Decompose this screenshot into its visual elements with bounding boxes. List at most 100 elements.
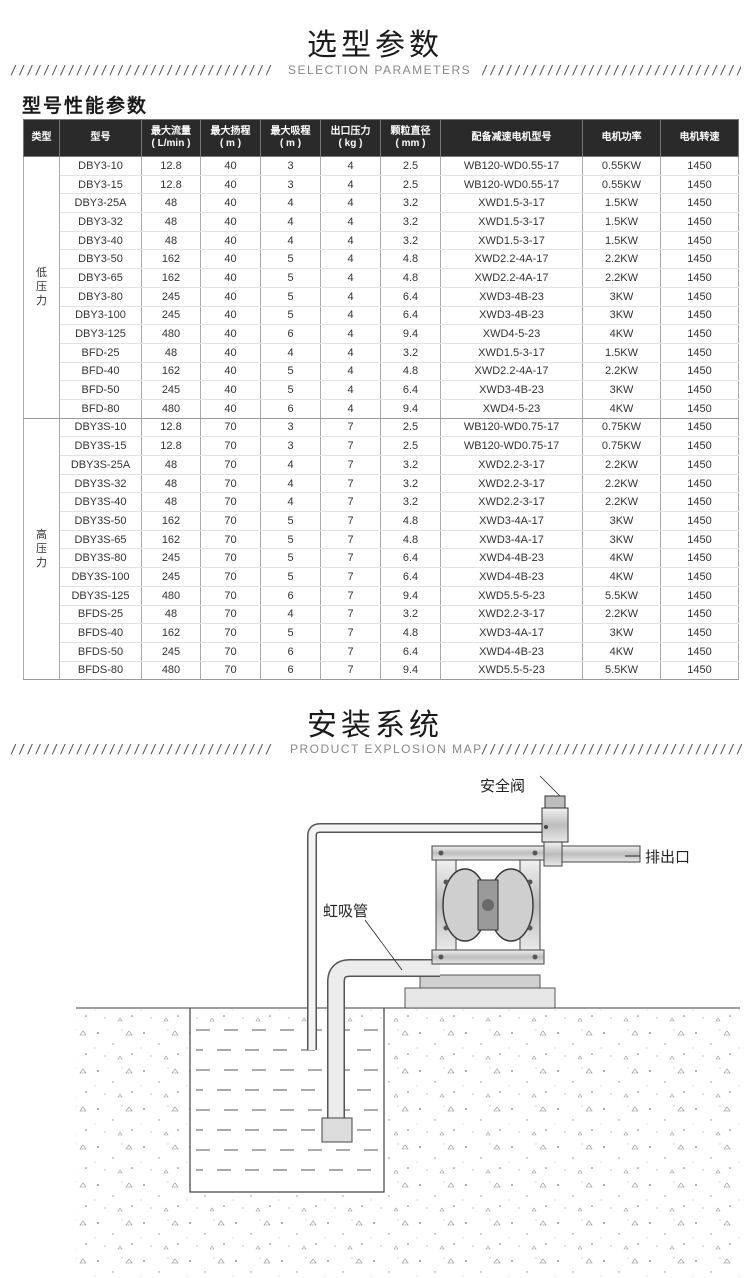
cell-model: DBY3S-65 bbox=[59, 530, 142, 550]
cell-speed: 1450 bbox=[660, 380, 739, 400]
cell-speed: 1450 bbox=[660, 436, 739, 456]
cell-flow: 162 bbox=[141, 268, 201, 288]
type-cell: 高压力 bbox=[23, 418, 60, 681]
cell-particle: 6.4 bbox=[380, 380, 441, 400]
cell-power: 0.55KW bbox=[582, 175, 661, 195]
cell-head: 40 bbox=[200, 212, 261, 232]
cell-pressure: 7 bbox=[320, 605, 381, 625]
cell-model: DBY3-25A bbox=[59, 193, 142, 214]
cell-suction: 4 bbox=[260, 455, 321, 475]
cell-pressure: 4 bbox=[320, 249, 381, 270]
cell-motor-model: XWD5.5-5-23 bbox=[440, 661, 583, 681]
cell-particle: 3.2 bbox=[380, 193, 441, 214]
cell-flow: 245 bbox=[141, 642, 201, 662]
cell-suction: 4 bbox=[260, 343, 321, 363]
cell-flow: 245 bbox=[141, 567, 201, 587]
col-header-suction: 最大吸程( m ) bbox=[260, 119, 321, 157]
cell-head: 70 bbox=[200, 548, 261, 569]
cell-suction: 5 bbox=[260, 268, 321, 288]
cell-pressure: 7 bbox=[320, 586, 381, 606]
cell-power: 2.2KW bbox=[582, 362, 661, 382]
cell-model: DBY3-32 bbox=[59, 212, 142, 232]
cell-motor-model: XWD3-4A-17 bbox=[440, 530, 583, 550]
cell-head: 40 bbox=[200, 193, 261, 214]
cell-pressure: 4 bbox=[320, 287, 381, 307]
table-heading: 型号性能参数 bbox=[22, 95, 149, 117]
cell-speed: 1450 bbox=[660, 231, 739, 251]
cell-flow: 48 bbox=[141, 212, 201, 232]
cell-flow: 12.8 bbox=[141, 436, 201, 456]
cell-particle: 3.2 bbox=[380, 492, 441, 513]
divider-slashes-left-2: /////////////////////////////////////// bbox=[10, 742, 272, 756]
cell-suction: 5 bbox=[260, 530, 321, 550]
cell-motor-model: XWD2.2-3-17 bbox=[440, 455, 583, 475]
cell-head: 40 bbox=[200, 362, 261, 382]
cell-speed: 1450 bbox=[660, 249, 739, 270]
cell-model: DBY3S-25A bbox=[59, 455, 142, 475]
cell-speed: 1450 bbox=[660, 399, 739, 419]
cell-motor-model: XWD4-4B-23 bbox=[440, 548, 583, 569]
cell-flow: 48 bbox=[141, 193, 201, 214]
cell-pressure: 4 bbox=[320, 268, 381, 288]
cell-speed: 1450 bbox=[660, 306, 739, 326]
cell-speed: 1450 bbox=[660, 287, 739, 307]
cell-motor-model: WB120-WD0.55-17 bbox=[440, 175, 583, 195]
cell-particle: 4.8 bbox=[380, 268, 441, 288]
cell-power: 1.5KW bbox=[582, 212, 661, 232]
cell-speed: 1450 bbox=[660, 418, 739, 438]
col-header-power: 电机功率 bbox=[582, 119, 661, 157]
cell-particle: 6.4 bbox=[380, 642, 441, 662]
cell-pressure: 7 bbox=[320, 436, 381, 456]
col-header-motor-model: 配备减速电机型号 bbox=[440, 119, 583, 157]
cell-suction: 5 bbox=[260, 380, 321, 400]
cell-motor-model: WB120-WD0.75-17 bbox=[440, 436, 583, 456]
cell-model: DBY3-50 bbox=[59, 249, 142, 270]
cell-pressure: 4 bbox=[320, 175, 381, 195]
cell-speed: 1450 bbox=[660, 586, 739, 606]
cell-speed: 1450 bbox=[660, 193, 739, 214]
cell-pressure: 7 bbox=[320, 474, 381, 494]
ground-soil bbox=[76, 1007, 740, 1278]
cell-speed: 1450 bbox=[660, 605, 739, 625]
col-header-head: 最大扬程( m ) bbox=[200, 119, 261, 157]
cell-head: 70 bbox=[200, 642, 261, 662]
label-safety-valve: 安全阀 bbox=[480, 777, 525, 795]
cell-flow: 48 bbox=[141, 605, 201, 625]
cell-model: BFDS-40 bbox=[59, 623, 142, 643]
cell-suction: 6 bbox=[260, 586, 321, 606]
cell-power: 2.2KW bbox=[582, 268, 661, 288]
cell-flow: 245 bbox=[141, 306, 201, 326]
cell-speed: 1450 bbox=[660, 268, 739, 288]
cell-flow: 48 bbox=[141, 343, 201, 363]
water-level-lines bbox=[196, 1029, 378, 1171]
cell-speed: 1450 bbox=[660, 455, 739, 475]
cell-pressure: 4 bbox=[320, 193, 381, 214]
cell-head: 40 bbox=[200, 380, 261, 400]
cell-power: 4KW bbox=[582, 324, 661, 344]
cell-model: DBY3S-10 bbox=[59, 418, 142, 438]
cell-speed: 1450 bbox=[660, 343, 739, 363]
cell-power: 1.5KW bbox=[582, 231, 661, 251]
section-subtitle-row-2: /////////////////////////////////////// … bbox=[0, 742, 750, 758]
cell-pressure: 7 bbox=[320, 492, 381, 513]
cell-model: BFD-80 bbox=[59, 399, 142, 419]
cell-flow: 48 bbox=[141, 455, 201, 475]
cell-pressure: 4 bbox=[320, 380, 381, 400]
cell-flow: 480 bbox=[141, 399, 201, 419]
cell-power: 3KW bbox=[582, 306, 661, 326]
cell-particle: 3.2 bbox=[380, 474, 441, 494]
cell-speed: 1450 bbox=[660, 474, 739, 494]
cell-head: 40 bbox=[200, 156, 261, 176]
cell-particle: 3.2 bbox=[380, 212, 441, 232]
water-pit bbox=[189, 1008, 385, 1193]
cell-model: DBY3-80 bbox=[59, 287, 142, 307]
